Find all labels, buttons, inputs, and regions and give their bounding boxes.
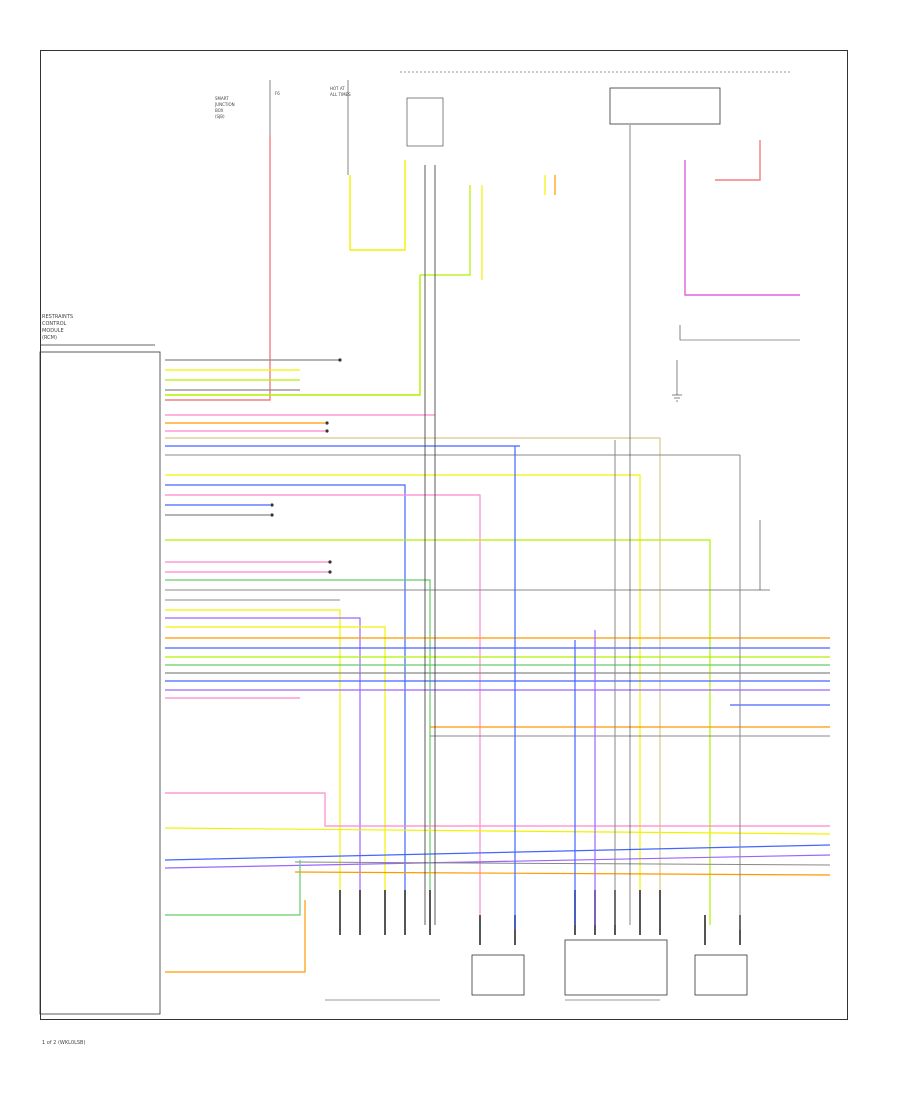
wire-bundle-right-exits bbox=[165, 637, 830, 737]
footer-label: 1 of 2 (WKL0LSB) bbox=[42, 1040, 86, 1046]
component-box-1 bbox=[471, 954, 525, 996]
ground-symbol bbox=[672, 360, 682, 402]
component-box-3 bbox=[694, 954, 748, 996]
switch-box-top bbox=[406, 97, 444, 147]
svg-text:F6: F6 bbox=[275, 91, 280, 96]
component-box-2 bbox=[564, 939, 668, 996]
svg-text:(SJB): (SJB) bbox=[215, 114, 225, 119]
connector-stubs bbox=[339, 890, 741, 945]
splice-dots bbox=[270, 358, 342, 574]
svg-text:RESTRAINTS: RESTRAINTS bbox=[42, 314, 73, 320]
svg-text:(RCM): (RCM) bbox=[42, 335, 57, 341]
svg-text:SMART: SMART bbox=[215, 96, 229, 101]
svg-text:BOX: BOX bbox=[215, 108, 224, 113]
svg-text:HOT AT: HOT AT bbox=[330, 86, 345, 91]
wire-bundle-lower bbox=[164, 792, 831, 973]
wire-bundle-upper bbox=[165, 359, 770, 930]
svg-text:JUNCTION: JUNCTION bbox=[214, 102, 235, 107]
relay-box-top-right bbox=[609, 87, 721, 125]
svg-text:CONTROL: CONTROL bbox=[42, 321, 67, 327]
fuse-group-mid: HOT AT ALL TIMES bbox=[330, 80, 351, 175]
diagram-frame bbox=[40, 50, 848, 1020]
restraints-module-box bbox=[39, 351, 161, 1015]
svg-text:ALL TIMES: ALL TIMES bbox=[330, 92, 351, 97]
svg-text:MODULE: MODULE bbox=[42, 328, 64, 334]
fuse-group-left: SMART JUNCTION BOX (SJB) F6 bbox=[214, 80, 280, 135]
